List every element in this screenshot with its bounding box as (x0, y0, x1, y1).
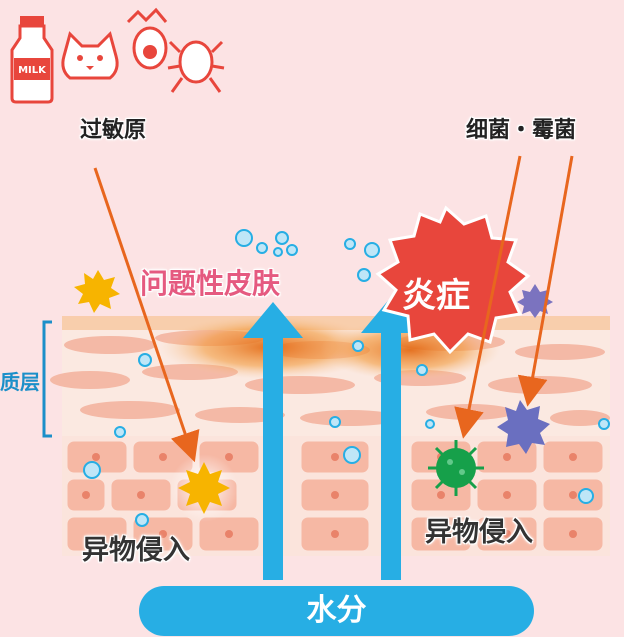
milk-label: MILK (18, 65, 47, 76)
bacteria-arrows (454, 155, 574, 439)
water-label: 水分 (306, 593, 367, 628)
allergen-arrow (93, 167, 200, 463)
mold-particle (497, 400, 550, 454)
water-arrows (243, 297, 421, 580)
bacteria-green (428, 440, 484, 496)
allergen-particle-inside (178, 462, 230, 514)
foreign-invasion-label-right: 异物侵入 (425, 517, 533, 548)
water-bar: 水分 (139, 586, 534, 636)
skin-layer-label: 质层 (0, 370, 40, 394)
inflammation-burst (375, 205, 531, 355)
foreign-invasion-label-left: 异物侵入 (82, 535, 190, 566)
inflammation-label: 炎症 (402, 276, 470, 316)
allergen-particle (74, 270, 120, 313)
cat-icon (61, 31, 119, 80)
milk-bottle-icon: MILK (10, 16, 54, 104)
bacteria-mold-label: 细菌・霉菌 (466, 118, 577, 143)
water-droplets (83, 229, 610, 527)
mite-icon (167, 40, 225, 93)
problem-skin-label: 问题性皮肤 (140, 267, 281, 300)
layer-bracket (42, 320, 52, 438)
egg-icon (126, 7, 168, 70)
allergen-label: 过敏原 (80, 118, 147, 143)
